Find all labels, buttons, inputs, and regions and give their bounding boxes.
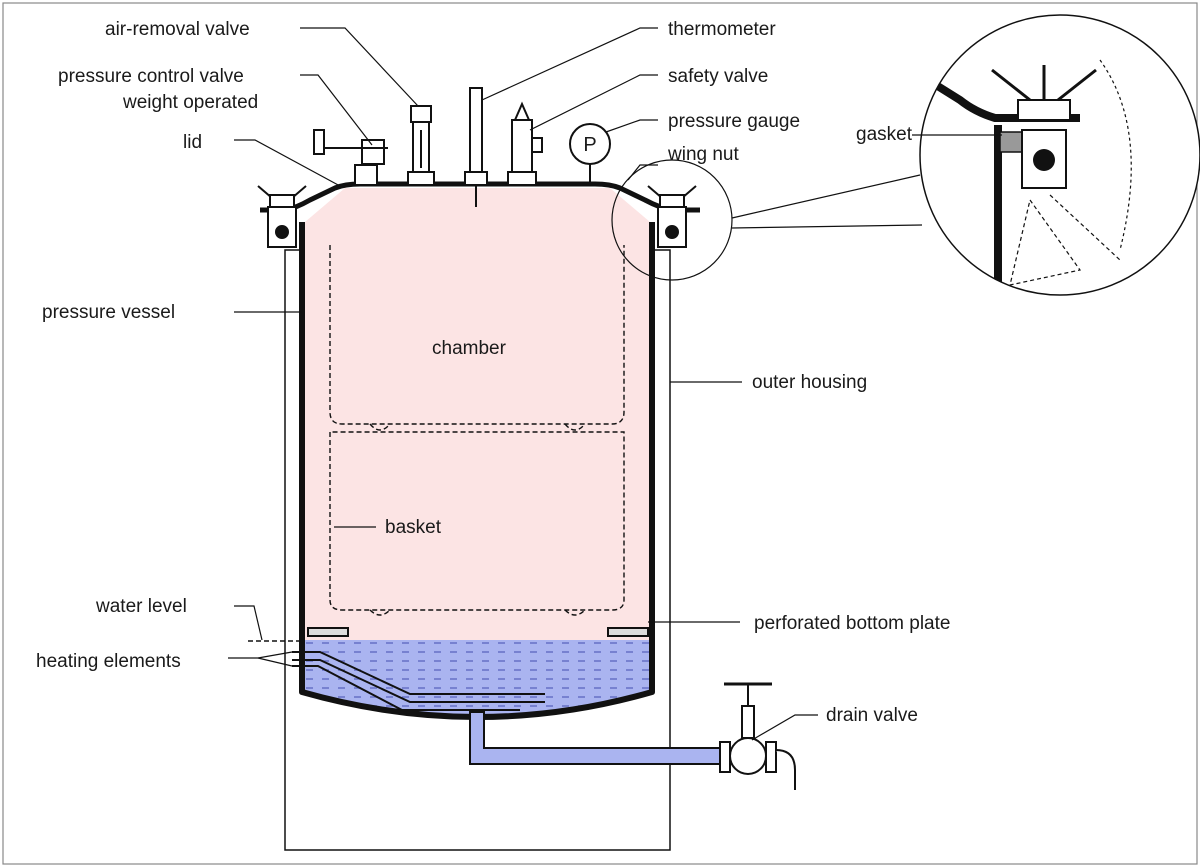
heating-elements-shape <box>292 651 545 711</box>
pressure-gauge-symbol: P <box>583 134 596 156</box>
gasket-detail <box>920 59 1132 295</box>
wing-nut-left-icon <box>257 185 307 248</box>
air-removal-valve-label: air-removal valve <box>105 19 250 40</box>
thermometer-icon <box>464 87 488 207</box>
thermometer-label: thermometer <box>668 19 776 40</box>
pressure-control-valve-icon <box>313 129 388 186</box>
water-level-label: water level <box>95 596 187 617</box>
pressure-vessel-label: pressure vessel <box>42 302 175 323</box>
basket-shape <box>329 245 625 616</box>
water-fill <box>305 640 650 715</box>
chamber-label: chamber <box>432 338 507 359</box>
pressure-control-valve-label: pressure control valve <box>58 66 244 87</box>
drain-valve-icon <box>719 682 796 790</box>
lid-label: lid <box>183 132 202 153</box>
wing-nut-label: wing nut <box>667 144 739 165</box>
outer-housing-label: outer housing <box>752 372 867 393</box>
basket-label: basket <box>385 517 442 538</box>
drain-valve-label: drain valve <box>826 705 918 726</box>
pressure-gauge-icon <box>569 123 611 184</box>
wing-nut-right-icon <box>647 185 697 248</box>
weight-operated-label: weight operated <box>122 92 258 113</box>
chamber-fill <box>305 188 650 640</box>
heating-elements-label: heating elements <box>36 651 181 672</box>
pressure-gauge-label: pressure gauge <box>668 111 800 132</box>
air-removal-valve-icon <box>407 105 435 186</box>
leader-lines <box>228 27 1002 741</box>
gasket-label: gasket <box>856 124 913 145</box>
perforated-bottom-plate-label: perforated bottom plate <box>754 613 950 634</box>
safety-valve-icon <box>507 101 543 186</box>
perforated-bottom-plate-shape <box>307 627 649 637</box>
safety-valve-label: safety valve <box>668 66 768 87</box>
